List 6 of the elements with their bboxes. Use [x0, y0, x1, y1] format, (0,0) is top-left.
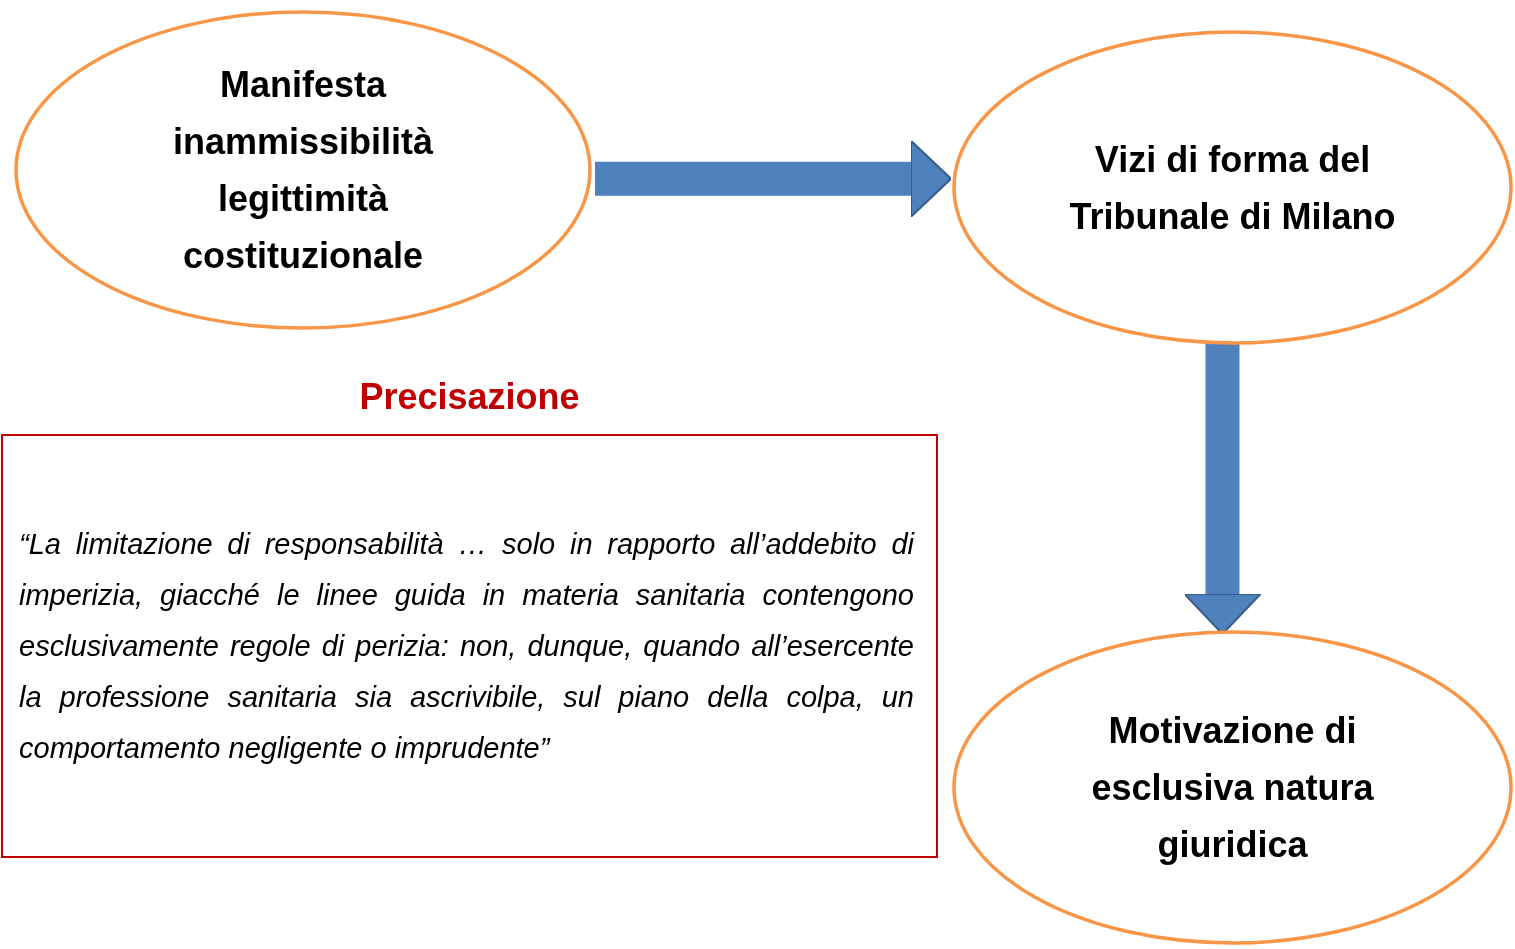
ellipse-label: Vizi di forma del Tribunale di Milano	[1068, 137, 1397, 239]
heading: Precisazione	[358, 376, 581, 418]
ellipse-label: Motivazione di esclusiva natura giuridica	[1090, 709, 1375, 867]
quote-text: “La limitazione di responsabilità … solo in rapporto all’addebito di imperizia, giacché le linee guida in materia sanitaria contengono esclusivamente regole di perizia: non, dunque, quando all’esercente la professione sanitaria sia ascrivibile, sul piano della colpa, un comportamento negligente o imprudente”	[18, 526, 916, 766]
block-arrow	[595, 139, 952, 218]
ellipse-label: Manifesta inammissibilità legittimità costituzionale	[171, 63, 435, 278]
